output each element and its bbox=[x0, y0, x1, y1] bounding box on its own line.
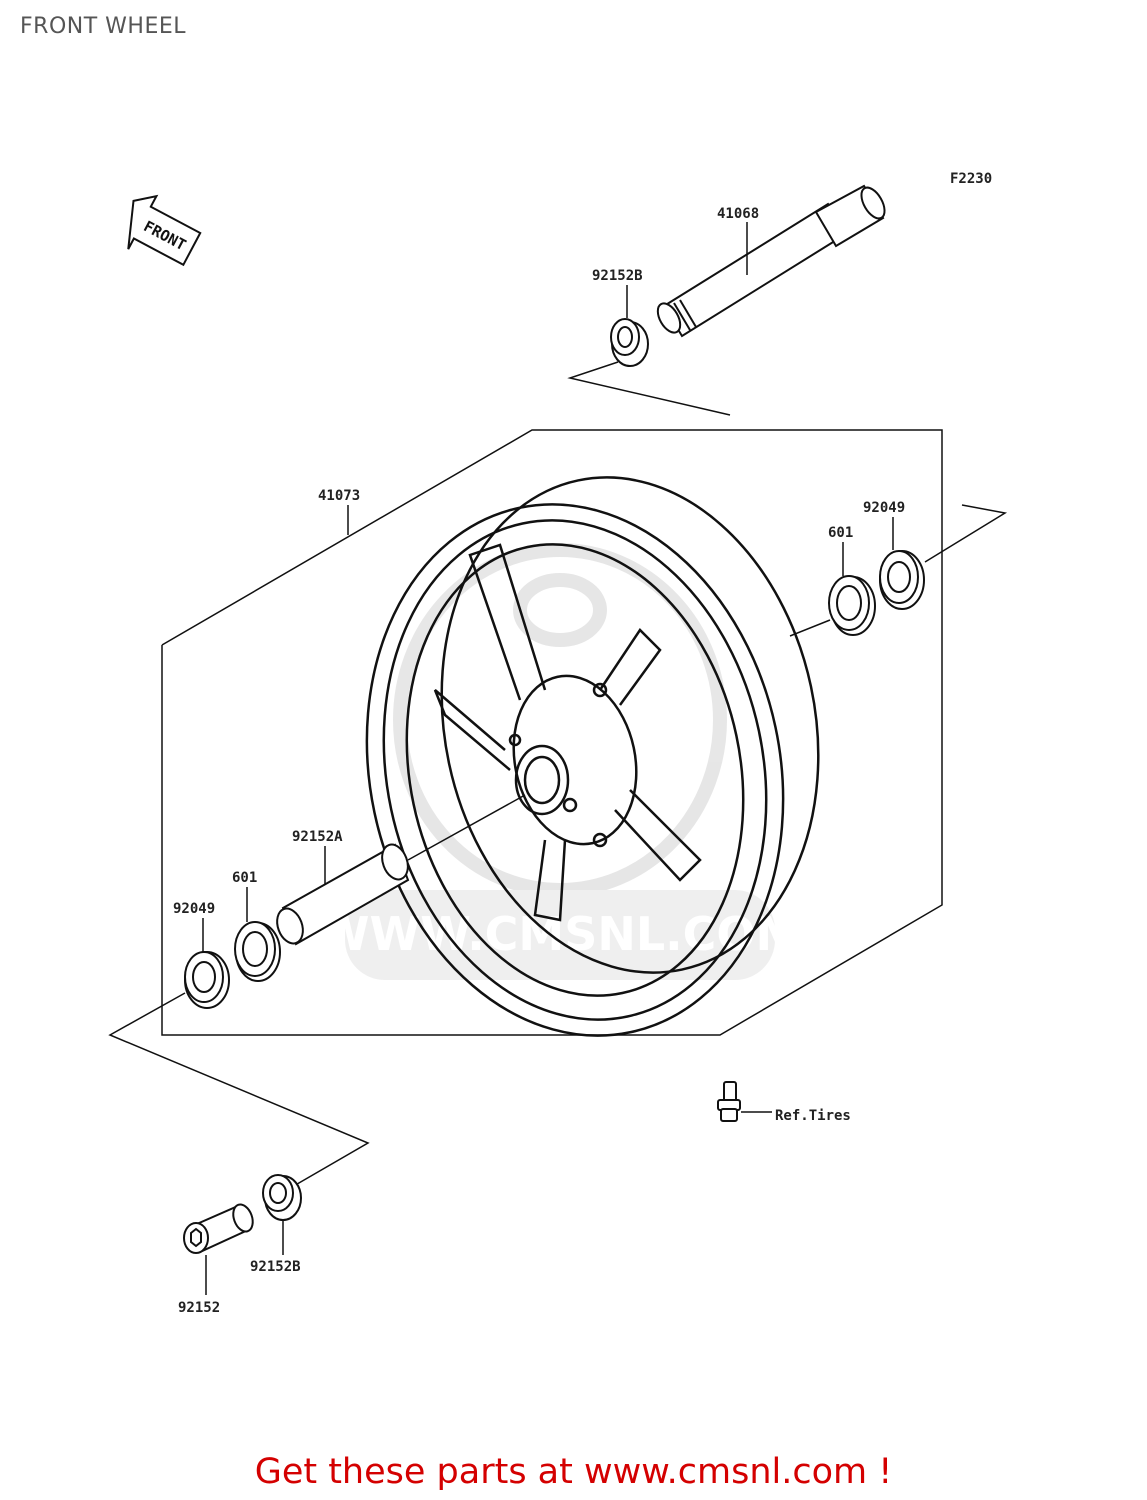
callout-ref-tires: Ref.Tires bbox=[775, 1108, 851, 1124]
callout-92152: 92152 bbox=[178, 1300, 220, 1316]
parts-diagram: WWW.CMSNL.COM F2230 FRONT 41068 92152B bbox=[108, 171, 1008, 1316]
collar-left-part bbox=[183, 1203, 254, 1254]
page-title: FRONT WHEEL bbox=[20, 14, 186, 39]
oil-seal-left-part bbox=[184, 951, 230, 1009]
callout-92049-left: 92049 bbox=[173, 901, 215, 917]
collar-upper-part bbox=[610, 318, 649, 367]
callout-92152b-upper: 92152B bbox=[592, 268, 643, 284]
callout-92152a: 92152A bbox=[292, 829, 343, 845]
bearing-left-part bbox=[234, 921, 281, 982]
callout-601-right: 601 bbox=[828, 525, 853, 541]
cmsnl-shop-link[interactable]: Get these parts at www.cmsnl.com ! bbox=[254, 1452, 893, 1492]
callout-41068: 41068 bbox=[717, 206, 759, 222]
callout-41073: 41073 bbox=[318, 488, 360, 504]
bearing-right-part bbox=[828, 575, 876, 636]
collar-lower-part bbox=[262, 1174, 302, 1221]
valve-stem-icon bbox=[717, 1081, 741, 1122]
axle-part bbox=[656, 184, 886, 338]
callout-92049-right: 92049 bbox=[863, 500, 905, 516]
callout-92152b-lower: 92152B bbox=[250, 1259, 301, 1275]
wheel-part bbox=[365, 476, 820, 1037]
figure-code: F2230 bbox=[950, 171, 992, 187]
oil-seal-right-part bbox=[879, 550, 925, 610]
spacer-center-part bbox=[276, 843, 410, 946]
callout-601-left: 601 bbox=[232, 870, 257, 886]
front-direction-arrow-icon: FRONT bbox=[127, 194, 202, 267]
